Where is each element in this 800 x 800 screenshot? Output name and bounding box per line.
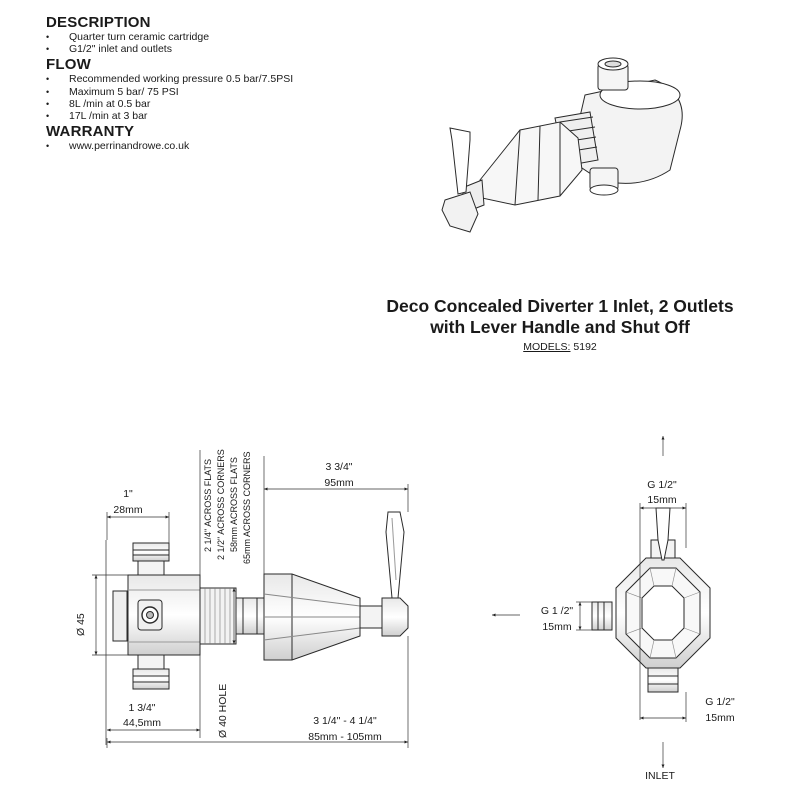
depth-metric: 85mm - 105mm [308,731,382,743]
list-item: Quarter turn ceramic cartridge [46,31,406,43]
flow-heading: FLOW [46,56,91,74]
top-outlet-imperial: 1" [123,488,133,500]
list-item: 17L /min at 3 bar [46,110,406,122]
list-item: G1/2" inlet and outlets [46,43,406,55]
bottom-metric: 44,5mm [123,717,161,729]
models-line: MODELS: 5192 [360,341,760,353]
list-item: Recommended working pressure 0.5 bar/7.5… [46,73,406,85]
models-value: 5192 [573,341,597,353]
product-subtitle: with Lever Handle and Shut Off [430,317,690,337]
flats-imperial: 2 1/4" ACROSS FLATS [203,459,213,552]
list-item: 8L /min at 0.5 bar [46,98,406,110]
left-connection-label: G 1 /2" [541,605,574,617]
side-view-drawing [105,511,409,745]
models-label: MODELS: [523,341,571,353]
flow-list: Recommended working pressure 0.5 bar/7.5… [46,73,406,122]
front-view-drawing [591,507,711,693]
front-view-labels: G 1/2" 15mm G 1 /2" 15mm G 1/2" 15mm INL… [541,479,735,782]
flats-metric: 58mm ACROSS FLATS [229,457,239,552]
corners-metric: 65mm ACROSS CORNERS [242,451,252,564]
corners-imperial: 2 1/2" ACROSS CORNERS [216,449,226,560]
warranty-list: www.perrinandrowe.co.uk [46,140,406,152]
specification-block: DESCRIPTION Quarter turn ceramic cartrid… [46,14,406,153]
top-connection-label: G 1/2" [647,479,677,491]
bottom-imperial: 1 3/4" [128,702,155,714]
list-item: Maximum 5 bar/ 75 PSI [46,86,406,98]
description-list: Quarter turn ceramic cartridge G1/2" inl… [46,31,406,56]
body-diameter: Ø 45 [75,613,87,636]
depth-imperial: 3 1/4" - 4 1/4" [313,715,377,727]
bottom-connection-metric: 15mm [705,712,734,724]
product-title: Deco Concealed Diverter 1 Inlet, 2 Outle… [386,296,734,316]
top-connection-metric: 15mm [647,494,676,506]
projection-metric: 95mm [324,477,353,489]
bottom-connection-label: G 1/2" [705,696,735,708]
description-heading: DESCRIPTION [46,14,151,31]
side-view-labels: 1" 28mm Ø 45 1 3/4" 44,5mm Ø 40 HOLE 2 1… [75,449,382,743]
hole-diameter: Ø 40 HOLE [217,684,229,738]
top-outlet-metric: 28mm [113,504,142,516]
warranty-heading: WARRANTY [46,123,135,141]
product-title-block: Deco Concealed Diverter 1 Inlet, 2 Outle… [360,296,760,353]
side-view-dimensions [92,450,409,748]
front-view-dimensions [492,436,687,768]
warranty-link[interactable]: www.perrinandrowe.co.uk [46,140,406,152]
inlet-label: INLET [645,770,675,782]
projection-imperial: 3 3/4" [325,461,352,473]
product-illustration [441,57,683,233]
left-connection-metric: 15mm [542,621,571,633]
